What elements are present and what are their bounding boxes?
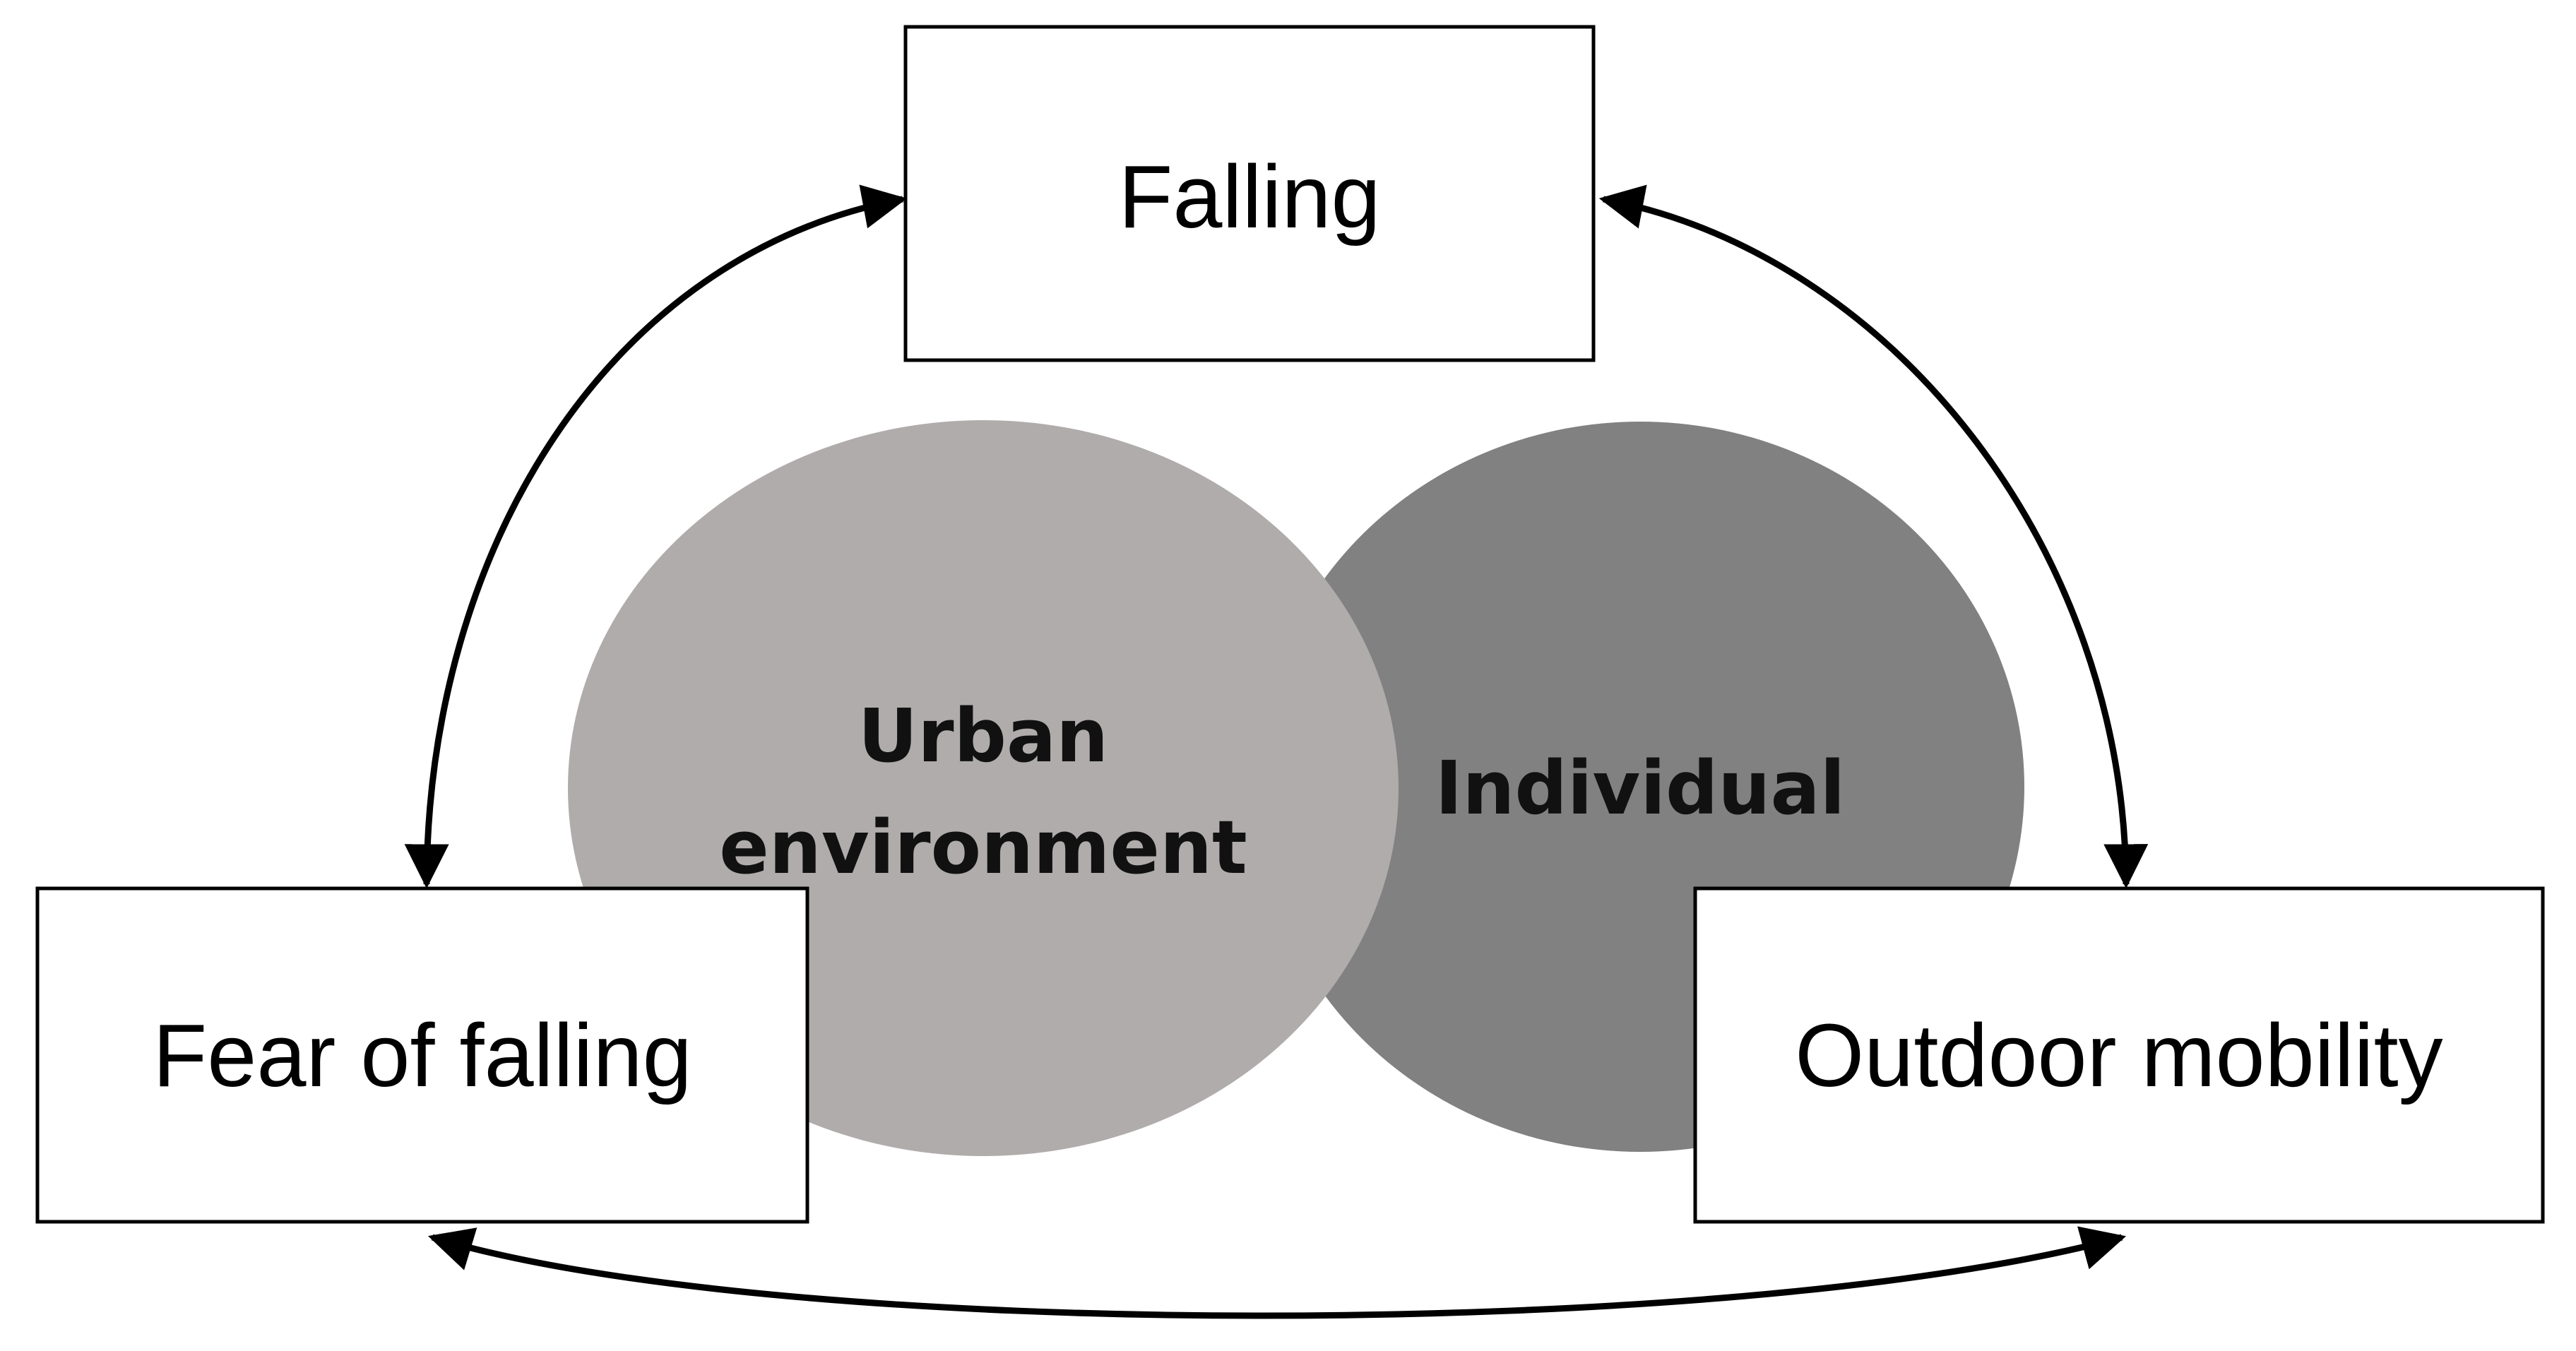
- urban-environment-label-line2: environment: [719, 804, 1247, 891]
- arrow-fear-of-falling-outdoor-mobility: [427, 1226, 2127, 1319]
- individual-label: Individual: [1435, 745, 1846, 831]
- urban-environment-label-line1: Urban: [858, 693, 1108, 779]
- arrow-falling-outdoor-mobility: [1598, 184, 2149, 889]
- arrow-falling-fear-of-falling: [404, 184, 908, 889]
- node-fear-of-falling-label: Fear of falling: [153, 1006, 692, 1105]
- node-fear-of-falling: Fear of falling: [35, 886, 809, 1224]
- node-falling: Falling: [903, 25, 1596, 362]
- node-outdoor-mobility: Outdoor mobility: [1693, 886, 2545, 1224]
- node-falling-label: Falling: [1118, 147, 1380, 246]
- node-outdoor-mobility-label: Outdoor mobility: [1795, 1006, 2443, 1105]
